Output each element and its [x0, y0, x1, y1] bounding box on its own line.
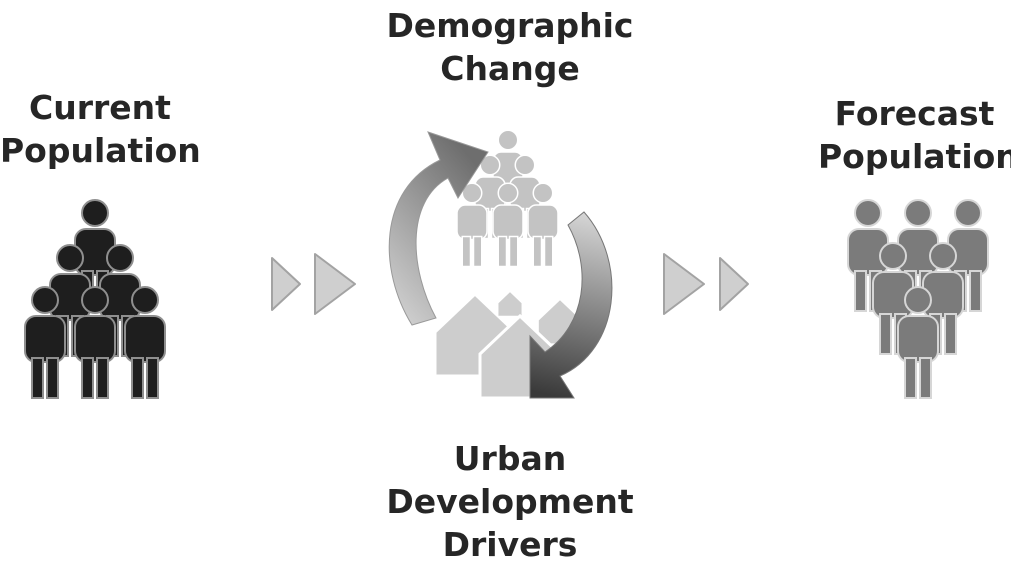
demographic-change-label-line1: Demographic — [386, 6, 634, 45]
people-crowd-icon — [847, 199, 989, 399]
current-population-label-line1: Current — [29, 88, 171, 127]
chevron-icon — [271, 253, 356, 315]
demographic-change-label-line2: Change — [440, 49, 580, 88]
current-population-label: Current Population — [0, 86, 201, 172]
urban-development-drivers-label: Urban Development Drivers — [360, 437, 660, 566]
chevron-icon — [663, 253, 749, 315]
forecast-population-label-line1: Forecast — [834, 94, 995, 133]
people-pyramid-icon — [24, 199, 166, 399]
forecast-population-label-line2: Population — [818, 137, 1011, 176]
urban-label-line1: Urban — [453, 439, 567, 478]
diagram-canvas — [24, 129, 989, 400]
urban-label-line2: Development — [386, 482, 634, 521]
forecast-population-label: Forecast Population — [818, 92, 1011, 178]
current-population-label-line2: Population — [0, 131, 201, 170]
cycle-arrows-icon — [388, 131, 613, 399]
demographic-change-label: Demographic Change — [360, 4, 660, 90]
